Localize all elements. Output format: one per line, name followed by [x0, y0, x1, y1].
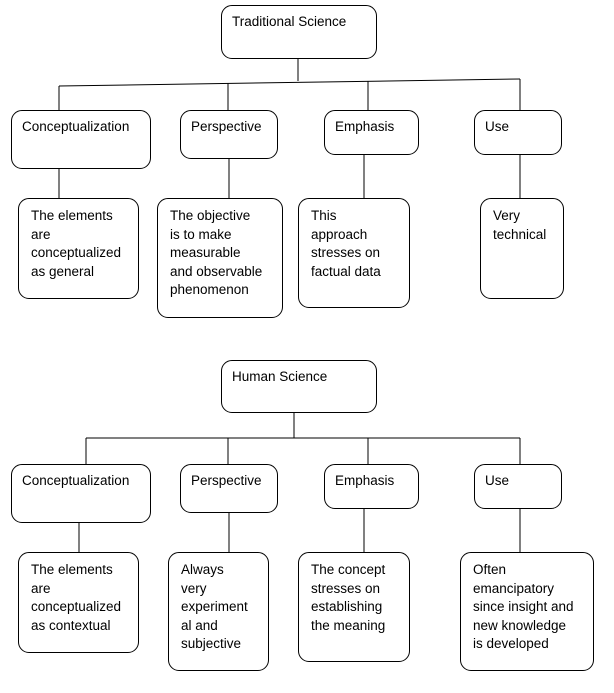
category-node-use: Use: [474, 464, 562, 509]
description-node-use: Often emancipatory since insight and new…: [460, 552, 594, 671]
category-label: Emphasis: [335, 473, 395, 488]
description-line: new knowledge: [473, 617, 567, 633]
category-node-conceptualization: Conceptualization: [11, 464, 151, 523]
category-node-conceptualization: Conceptualization: [11, 110, 151, 169]
description-line: Often: [473, 562, 507, 577]
category-node-emphasis: Emphasis: [324, 110, 419, 155]
description-line: stresses on: [311, 580, 381, 596]
category-node-emphasis: Emphasis: [324, 464, 419, 509]
description-node-conceptualization: The elements are conceptualized as gener…: [18, 198, 139, 299]
root-node-traditional-science: Traditional Science: [221, 5, 377, 59]
description-line: This: [311, 208, 337, 223]
category-node-use: Use: [474, 110, 562, 155]
root-node-human-science: Human Science: [221, 360, 377, 413]
description-line: measurable: [170, 245, 241, 260]
description-line: as contextual: [31, 617, 111, 633]
description-node-perspective: Always very experiment al and subjective: [168, 552, 269, 671]
description-line: Very: [493, 208, 521, 223]
category-label: Perspective: [191, 473, 262, 488]
branch-bus-line: [58, 78, 521, 87]
description-node-use: Very technical: [480, 198, 564, 299]
description-line: emancipatory: [473, 580, 555, 596]
description-line: Always: [181, 562, 224, 577]
description-line: is developed: [473, 636, 549, 651]
category-label: Use: [485, 119, 510, 134]
category-node-perspective: Perspective: [180, 464, 278, 513]
description-line: stresses on: [311, 245, 381, 260]
description-line: conceptualized: [31, 245, 122, 260]
description-line: The elements: [31, 208, 113, 223]
description-line: is to make: [170, 226, 232, 242]
description-node-perspective: The objective is to make measurable and …: [157, 198, 283, 318]
description-node-emphasis: The concept stresses on establishing the…: [298, 552, 410, 662]
description-line: The concept: [311, 562, 386, 577]
description-line: factual data: [311, 263, 381, 279]
description-line: conceptualized: [31, 599, 122, 614]
description-line: The objective: [170, 208, 251, 223]
description-node-emphasis: This approach stresses on factual data: [298, 198, 410, 308]
category-label: Use: [485, 473, 510, 488]
category-label: Emphasis: [335, 119, 395, 134]
description-line: al and: [181, 617, 218, 633]
category-label: Conceptualization: [22, 473, 130, 488]
description-line: technical: [493, 226, 547, 242]
category-label: Perspective: [191, 119, 262, 134]
description-line: experiment: [181, 599, 248, 614]
description-line: approach: [311, 226, 368, 242]
description-line: as general: [31, 263, 95, 279]
category-label: Conceptualization: [22, 119, 130, 134]
description-line: the meaning: [311, 617, 386, 633]
description-line: establishing: [311, 599, 383, 614]
description-line: are: [31, 226, 51, 242]
description-line: The elements: [31, 562, 113, 577]
description-line: very: [181, 580, 207, 596]
description-line: phenomenon: [170, 282, 249, 297]
description-line: subjective: [181, 636, 242, 651]
description-line: since insight and: [473, 599, 574, 614]
description-line: are: [31, 580, 51, 596]
root-node-label: Human Science: [232, 369, 328, 384]
description-node-conceptualization: The elements are conceptualized as conte…: [18, 552, 139, 653]
category-node-perspective: Perspective: [180, 110, 278, 159]
description-line: and observable: [170, 263, 263, 279]
root-node-label: Traditional Science: [232, 14, 347, 29]
